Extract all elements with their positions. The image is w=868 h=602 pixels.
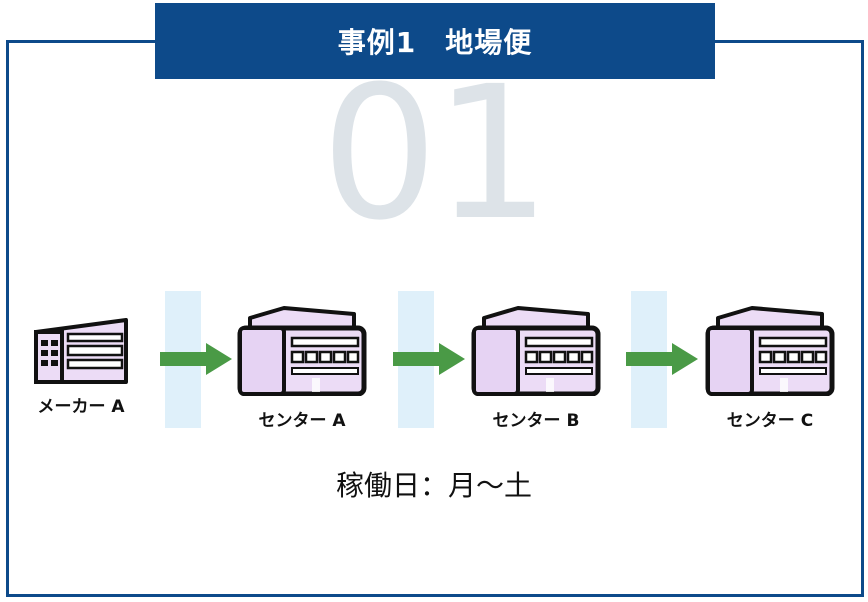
warehouse-building-icon: [471, 306, 601, 396]
warehouse-building-icon: [705, 306, 835, 396]
right-arrow-icon: [160, 343, 232, 375]
case-number: 01: [320, 47, 551, 261]
right-arrow-icon: [393, 343, 465, 375]
title-banner: 事例1 地場便: [155, 3, 715, 79]
title-text: 事例1 地場便: [337, 26, 533, 59]
factory-building-icon: [34, 318, 128, 384]
node-label-center-a: センター A: [258, 411, 346, 431]
warehouse-building-icon: [237, 306, 367, 396]
right-arrow-icon: [626, 343, 698, 375]
node-label-maker-a: メーカー A: [37, 397, 125, 417]
node-label-center-c: センター C: [726, 411, 814, 431]
operating-days: 稼働日：月～土: [335, 469, 532, 502]
node-label-center-b: センター B: [492, 411, 580, 431]
